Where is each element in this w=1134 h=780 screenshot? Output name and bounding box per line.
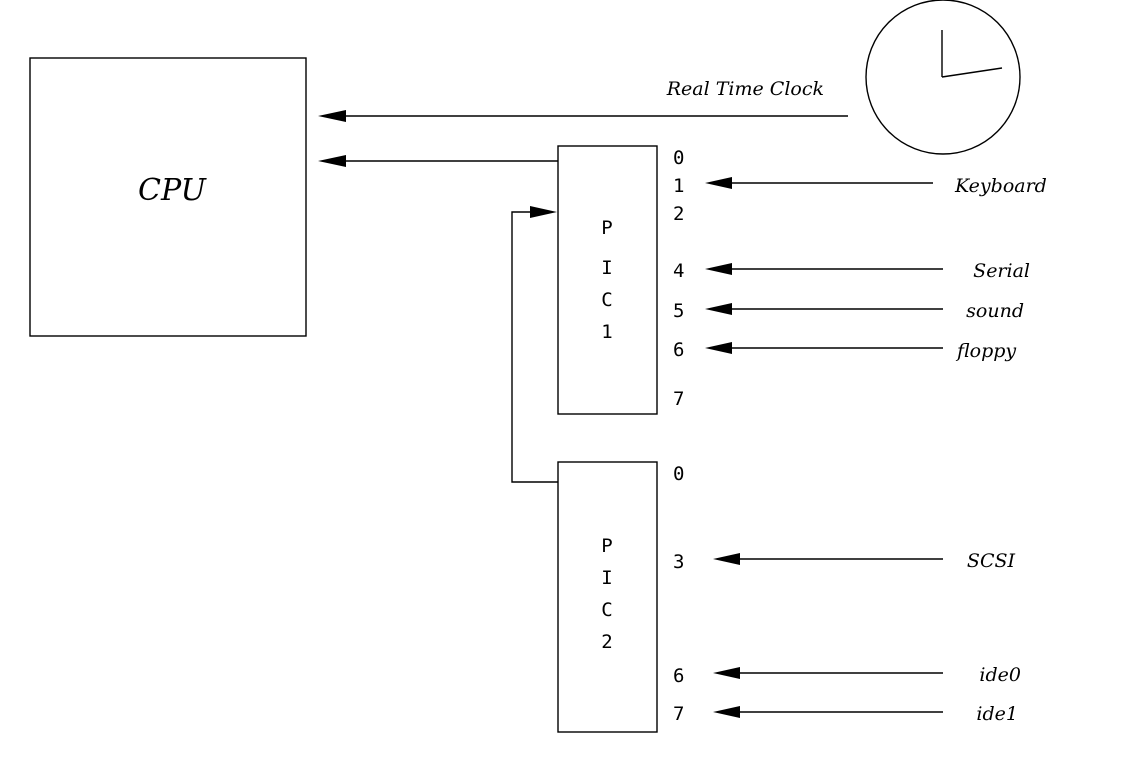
clock-to-cpu-arrowhead [318, 110, 346, 122]
sound-label: sound [966, 300, 1024, 322]
floppy-label: floppy [955, 340, 1016, 362]
cascade-arrowhead [530, 206, 557, 218]
pic1-pin-7: 7 [673, 388, 684, 410]
scsi-label: SCSI [967, 550, 1016, 572]
pic2-pin-6: 6 [673, 665, 684, 687]
ide1-arrowhead [713, 706, 740, 718]
pic2-letter-p: P [601, 535, 612, 557]
ide0-label: ide0 [979, 664, 1021, 686]
pic1-to-cpu-arrowhead [318, 155, 346, 167]
serial-label: Serial [973, 260, 1030, 282]
pic1-letter-c: C [601, 289, 612, 311]
pic2-letter-i: I [601, 567, 612, 589]
pic1-pin-1: 1 [673, 175, 684, 197]
floppy-arrowhead [705, 342, 732, 354]
pic1-pin-0: 0 [673, 147, 684, 169]
clock-icon [865, 0, 1021, 155]
ide1-label: ide1 [976, 703, 1018, 725]
pic2-pin-3: 3 [673, 551, 684, 573]
clock-label: Real Time Clock [666, 78, 824, 100]
serial-arrowhead [705, 263, 732, 275]
cpu-box [29, 57, 307, 337]
pic2-letter-c: C [601, 599, 612, 621]
pic1-pin-6: 6 [673, 339, 684, 361]
ide0-arrowhead [713, 667, 740, 679]
pic2-pin-0: 0 [673, 463, 684, 485]
pic2-pin-7: 7 [673, 703, 684, 725]
pic1-pin-5: 5 [673, 300, 684, 322]
cascade-line [511, 211, 558, 483]
pic1-pin-2: 2 [673, 203, 684, 225]
pic1-letter-i: I [601, 257, 612, 279]
scsi-arrowhead [713, 553, 740, 565]
keyboard-arrowhead [705, 177, 732, 189]
pic1-letter-p: P [601, 217, 612, 239]
cpu-label: CPU [138, 173, 208, 208]
pic1-letter-1: 1 [601, 321, 612, 343]
pic2-letter-2: 2 [601, 631, 612, 653]
sound-arrowhead [705, 303, 732, 315]
pic1-pin-4: 4 [673, 260, 684, 282]
pic2-box [557, 461, 658, 733]
keyboard-label: Keyboard [954, 175, 1047, 197]
pic1-box [557, 145, 658, 415]
